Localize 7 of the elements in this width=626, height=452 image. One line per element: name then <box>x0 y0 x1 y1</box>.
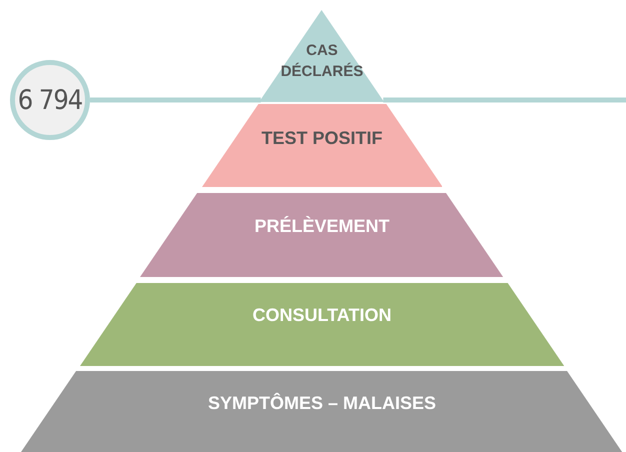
tier-label: CAS DÉCLARÉS <box>280 40 364 82</box>
tier-label: TEST POSITIF <box>260 128 384 148</box>
tier-label: CONSULTATION <box>251 304 392 326</box>
connector-line <box>90 98 261 102</box>
tier-label: SYMPTÔMES – MALAISES <box>206 392 437 414</box>
tier-label: PRÉLÈVEMENT <box>253 216 390 236</box>
case-count: 6 794 <box>18 84 82 116</box>
